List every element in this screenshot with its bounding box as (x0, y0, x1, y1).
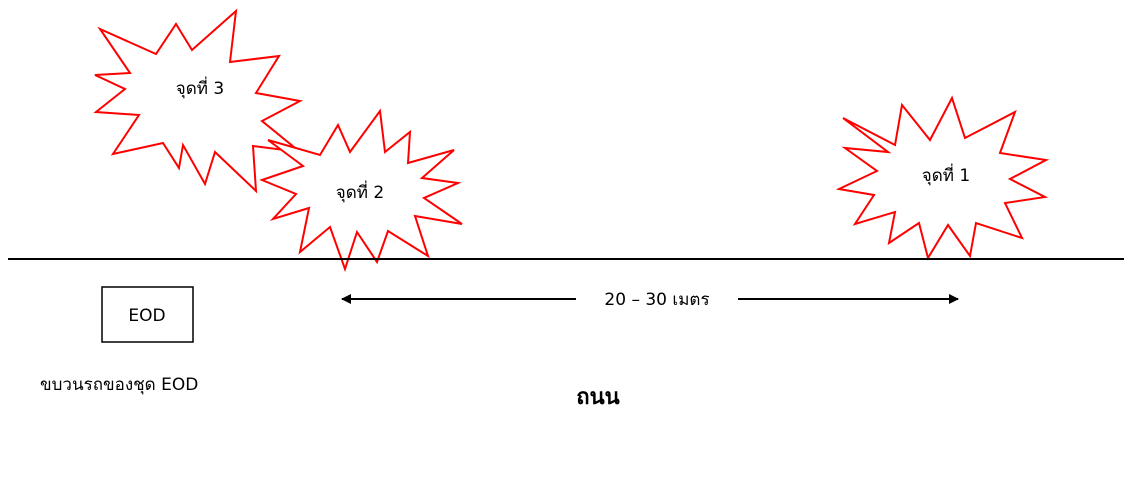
explosion-point-3-label: จุดที่ 3 (176, 76, 224, 99)
explosion-burst-3-icon (93, 8, 304, 194)
explosion-point-3: จุดที่ 3 (93, 8, 304, 194)
explosion-point-2-label: จุดที่ 2 (336, 180, 384, 203)
explosion-point-2: จุดที่ 2 (259, 108, 463, 273)
explosion-point-1: จุดที่ 1 (835, 95, 1050, 261)
distance-label: 20 – 30 เมตร (604, 290, 709, 310)
road-label: ถนน (576, 385, 619, 410)
distance-arrow: 20 – 30 เมตร (341, 290, 959, 310)
eod-vehicle-caption: ขบวนรถของชุด EOD (40, 375, 198, 395)
explosion-burst-1-icon (835, 95, 1050, 261)
eod-vehicle-box (101, 286, 194, 343)
eod-vehicle: EOD (101, 286, 194, 343)
explosion-burst-2-icon (259, 108, 463, 273)
eod-vehicle-box-label: EOD (128, 306, 165, 326)
explosion-point-1-label: จุดที่ 1 (922, 163, 970, 186)
